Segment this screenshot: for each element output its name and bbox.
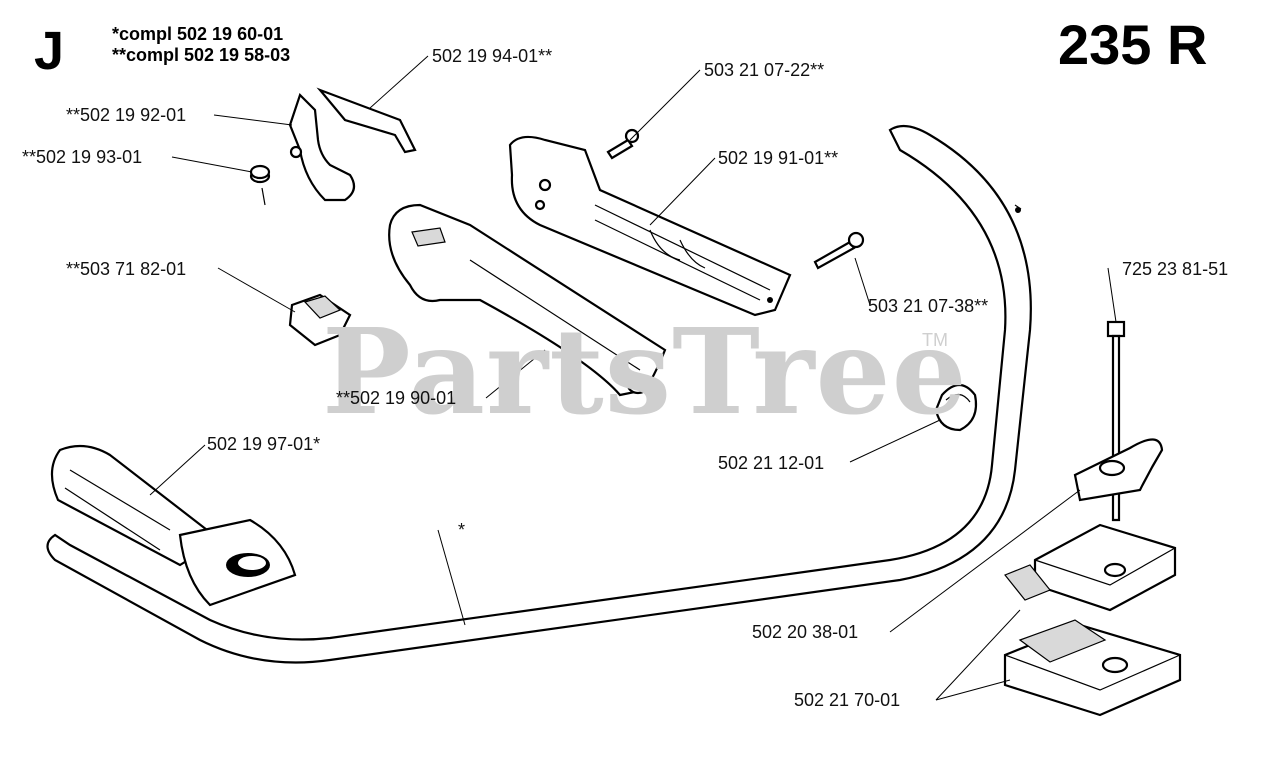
part-label-stop-switch: **503 71 82-01: [66, 259, 187, 279]
spring: [249, 164, 271, 206]
watermark-tm: TM: [922, 330, 948, 350]
handle-housing-lower: [388, 203, 667, 397]
wing-nut: [1073, 438, 1164, 502]
screw-long: [813, 231, 865, 270]
leader-lines: [149, 55, 1117, 701]
part-label-housing-upper: 502 19 91-01**: [718, 148, 839, 168]
part-label-wing-nut: 502 20 38-01: [752, 622, 859, 642]
compl-note-1: *compl 502 19 60-01: [112, 24, 284, 44]
part-label-clamp-block: 502 21 70-01: [794, 690, 901, 710]
compl-note-2: **compl 502 19 58-03: [112, 45, 291, 65]
handlebar-tube: [46, 124, 1032, 664]
left-grip: [50, 444, 297, 607]
model-name: 235 R: [1058, 13, 1208, 76]
clamp-block-lower: [1003, 619, 1182, 717]
stop-switch: [288, 293, 352, 347]
watermark: PartsTree: [322, 302, 968, 441]
screw-short: [606, 128, 640, 160]
part-label-bolt: 725 23 81-51: [1122, 259, 1229, 279]
part-label-screw-short: 503 21 07-22**: [704, 60, 825, 80]
part-label-screw-long: 503 21 07-38**: [868, 296, 989, 316]
part-label-housing-lower: **502 19 90-01: [336, 388, 457, 408]
section-letter: J: [34, 21, 65, 81]
part-label-trigger: **502 19 92-01: [66, 105, 187, 125]
part-label-clamp-ring: 502 21 12-01: [718, 453, 825, 473]
part-label-spring: **502 19 93-01: [22, 147, 143, 167]
clamp-ring: [934, 383, 978, 432]
part-label-left-grip: 502 19 97-01*: [207, 434, 321, 454]
handle-housing-upper: [508, 135, 792, 317]
part-label-throttle-lever: 502 19 94-01**: [432, 46, 553, 66]
clamp-block-upper: [1004, 523, 1177, 612]
part-label-handlebar: *: [458, 520, 466, 540]
compl-notes: *compl 502 19 60-01 **compl 502 19 58-03: [112, 24, 290, 66]
throttle-trigger: [288, 87, 417, 202]
